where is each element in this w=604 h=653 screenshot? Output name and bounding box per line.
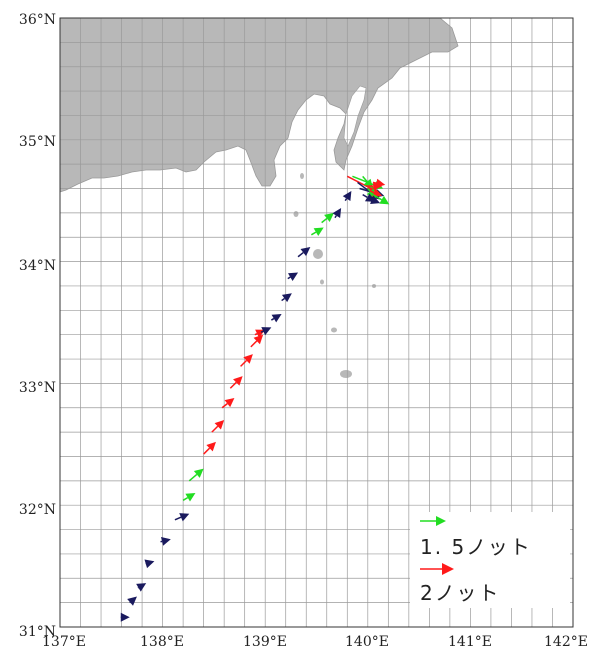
current-vector-navy (144, 559, 155, 569)
current-vector-green (321, 212, 334, 224)
island-shikine (320, 279, 324, 285)
current-vector-red (203, 441, 216, 455)
current-vector-green (372, 193, 390, 205)
current-vector-navy (270, 313, 282, 323)
current-vector-green (182, 493, 196, 502)
current-vector-navy (362, 193, 375, 202)
current-vector-navy (160, 537, 171, 546)
island-toshima (293, 211, 299, 217)
lon-label-141: 141°E (448, 634, 492, 650)
current-vectors (120, 175, 390, 622)
current-vector-navy (281, 293, 292, 303)
lat-label-32: 32°N (19, 502, 56, 518)
current-vector-navy (120, 612, 130, 622)
current-vector-navy (332, 208, 342, 219)
lat-label-33: 33°N (19, 380, 56, 396)
lat-label-35: 35°N (19, 134, 56, 150)
current-vector-navy (127, 596, 137, 606)
current-vector-green (310, 227, 324, 236)
current-vector-red (221, 398, 235, 409)
map-frame (59, 17, 574, 628)
current-vector-red (250, 334, 264, 348)
legend-arrow-green (420, 516, 446, 526)
current-vector-red (372, 178, 386, 188)
legend-label-red: 2ノット (420, 581, 500, 605)
lon-label-139: 139°E (243, 634, 287, 650)
land-honshu (60, 18, 459, 193)
current-vector-navy (342, 190, 352, 202)
lat-label-36: 36°N (19, 12, 56, 28)
island-niijima (300, 173, 304, 179)
lat-label-34: 34°N (19, 258, 56, 274)
current-vector-green (188, 468, 204, 482)
current-vector-navy (297, 246, 311, 258)
island-oshima (313, 249, 323, 259)
lon-labels: 137°E 138°E 139°E 140°E 141°E 142°E (42, 634, 588, 650)
lon-label-142: 142°E (544, 634, 588, 650)
lat-label-31: 31°N (19, 624, 56, 640)
current-vector-red (211, 419, 225, 433)
lon-label-137: 137°E (42, 634, 86, 650)
island-hachijo (340, 370, 352, 378)
current-vector-navy (174, 513, 190, 522)
legend-box (410, 512, 570, 608)
current-vector-navy (260, 327, 272, 336)
island-miyake (331, 327, 337, 333)
current-vector-navy (287, 272, 299, 282)
lon-label-140: 140°E (345, 634, 389, 650)
lon-label-138: 138°E (140, 634, 184, 650)
current-vector-red (229, 376, 243, 389)
current-vector-red (240, 354, 253, 367)
legend: 1. 5ノット 2ノット (410, 512, 570, 608)
current-vector-navy (136, 583, 147, 592)
lat-lon-grid (60, 18, 573, 627)
current-vector-red (369, 188, 383, 197)
legend-arrow-red (420, 563, 454, 575)
lat-labels: 36°N 35°N 34°N 33°N 32°N 31°N (19, 12, 56, 640)
legend-label-green: 1. 5ノット (420, 535, 532, 559)
